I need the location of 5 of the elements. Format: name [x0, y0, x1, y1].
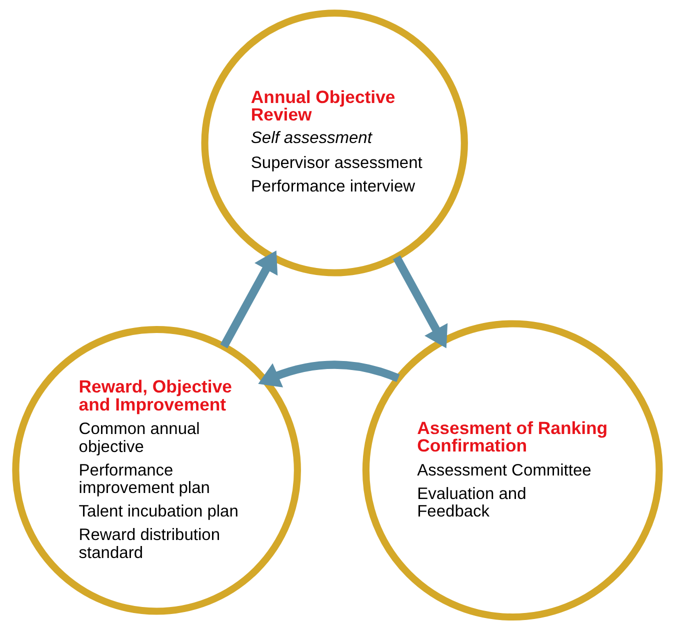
arrow — [258, 360, 400, 388]
arrow — [220, 250, 278, 348]
arrow — [392, 255, 448, 348]
node-circle: Reward, Objective and Improvement Common annual objective Performance improvement plan Talent incubation plan Reward distribution standard — [12, 326, 301, 615]
node-circle: Assesment of Ranking Confirmation Assessment Committee Evaluation and Feedback — [362, 320, 663, 621]
